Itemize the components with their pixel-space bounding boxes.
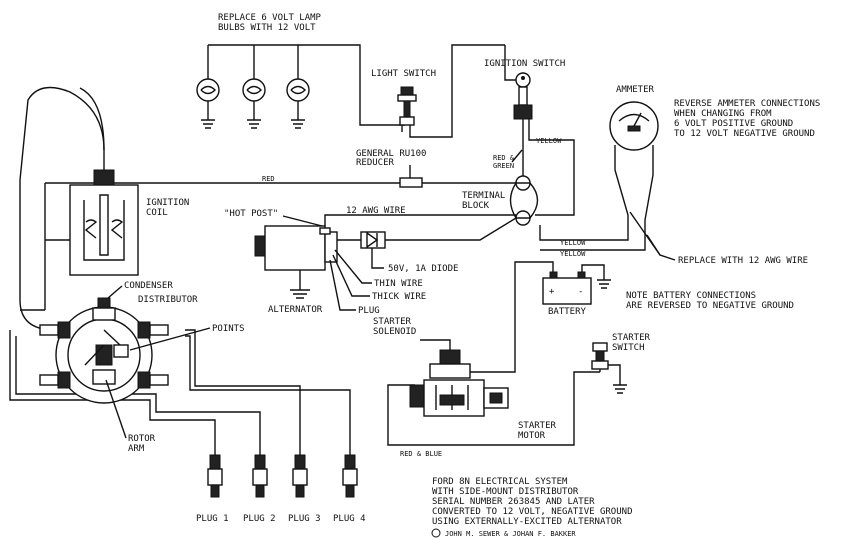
wire-yellow-label: YELLOW [536,137,562,145]
terminal-block-line2: BLOCK [462,201,490,211]
spark-plug-4 [342,454,358,498]
title-line4: CONVERTED TO 12 VOLT, NEGATIVE GROUND [432,507,632,517]
battery-note-line2: ARE REVERSED TO NEGATIVE GROUND [626,301,794,311]
lamp-3 [286,78,310,129]
title-block: FORD 8N ELECTRICAL SYSTEM WITH SIDE-MOUN… [431,477,632,538]
points-label: POINTS [212,324,245,334]
wire-red-green-line2: GREEN [493,162,514,170]
starter-solenoid-line1: STARTER [373,317,412,327]
battery [498,261,611,373]
ammeter-note-line3: 6 VOLT POSITIVE GROUND [674,119,793,129]
thick-wire-label: THICK WIRE [372,292,426,302]
starter-solenoid-line2: SOLENOID [373,327,416,337]
rotor-line1: ROTOR [128,434,156,444]
plug-3-label: PLUG 3 [288,514,321,524]
battery-note-line1: NOTE BATTERY CONNECTIONS [626,291,756,301]
diode-label: 50V, 1A DIODE [388,264,458,274]
replace-wire-note: REPLACE WITH 12 AWG WIRE [678,256,808,266]
title-credit: JOHN M. SEWER & JOHAN F. BAKKER [445,530,576,538]
ammeter [539,101,659,251]
ammeter-note-line1: REVERSE AMMETER CONNECTIONS [674,99,820,109]
battery-minus: - [578,287,583,297]
ammeter-note-line2: WHEN CHANGING FROM [674,109,772,119]
rotor-line2: ARM [128,444,145,454]
wire-red-green-line1: RED & [493,154,515,162]
ignition-coil [20,150,139,311]
plug-2-label: PLUG 2 [243,514,276,524]
distributor [9,297,351,455]
copyright-icon [431,528,441,538]
starter-motor-line2: MOTOR [518,431,546,441]
ignition-coil-line2: COIL [146,208,168,218]
wire-red-label: RED [262,175,275,183]
wire-12awg-label: 12 AWG WIRE [346,206,406,216]
condenser-label: CONDENSER [124,281,173,291]
ignition-coil-line1: IGNITION [146,198,189,208]
lamp-1 [196,78,220,129]
thin-wire-label: THIN WIRE [374,279,423,289]
battery-label: BATTERY [548,307,587,317]
lamp-note-line1: REPLACE 6 VOLT LAMP [218,13,322,23]
light-switch [397,44,505,138]
starter-solenoid [420,339,498,379]
spark-plugs [207,454,358,498]
starter-switch-line1: STARTER [612,333,651,343]
terminal-block-line1: TERMINAL [462,191,505,201]
hot-post-label: "HOT POST" [224,209,278,219]
starter-motor-line1: STARTER [518,421,557,431]
lamp-2 [242,78,266,129]
spark-plug-2 [252,454,268,498]
battery-plus: + [549,287,555,297]
spark-plug-1 [207,454,223,498]
distributor-label: DISTRIBUTOR [138,295,198,305]
lamp-note-line2: BULBS WITH 12 VOLT [218,23,316,33]
title-line1: FORD 8N ELECTRICAL SYSTEM [432,477,568,487]
plug-4-label: PLUG 4 [333,514,366,524]
starter-switch-line2: SWITCH [612,343,645,353]
ignition-switch-label: IGNITION SWITCH [484,59,565,69]
lamp-bulbs [196,44,405,129]
spark-plug-3 [292,454,308,498]
reducer-line2: REDUCER [356,158,395,168]
wire-yellow-b-label: YELLOW [560,250,586,258]
title-line5: USING EXTERNALLY-EXCITED ALTERNATOR [432,517,622,527]
wire-red-blue-label: RED & BLUE [400,450,442,458]
wire-yellow-a-label: YELLOW [560,239,586,247]
plug-label: PLUG [358,306,380,316]
title-line3: SERIAL NUMBER 263845 AND LATER [432,497,595,507]
title-line2: WITH SIDE-MOUNT DISTRIBUTOR [432,487,579,497]
plug-1-label: PLUG 1 [196,514,229,524]
starter-switch [591,342,627,394]
ammeter-note-line4: TO 12 VOLT NEGATIVE GROUND [674,129,815,139]
light-switch-label: LIGHT SWITCH [371,69,436,79]
reducer-line1: GENERAL RU100 [356,149,426,159]
ammeter-label: AMMETER [616,85,655,95]
ignition-switch [504,45,575,216]
starter-motor [387,371,600,446]
diode [337,217,517,249]
alternator-label: ALTERNATOR [268,305,323,315]
